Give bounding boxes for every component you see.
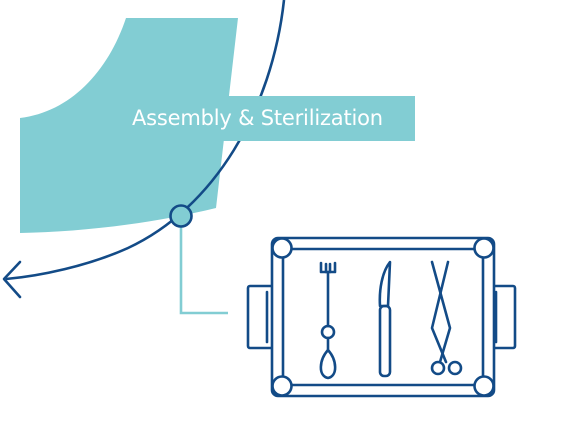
tray-inner bbox=[281, 247, 485, 387]
process-arc bbox=[5, 0, 286, 281]
connector-line bbox=[179, 218, 228, 315]
tray-corner bbox=[271, 237, 293, 259]
tray-corner bbox=[271, 375, 293, 397]
scalpel-icon bbox=[378, 260, 392, 378]
retractor-icon bbox=[319, 261, 337, 380]
tray-corner bbox=[473, 375, 495, 397]
step-label: Assembly & Sterilization bbox=[119, 96, 415, 141]
step-node bbox=[169, 204, 193, 228]
tray-handle-left bbox=[246, 284, 275, 350]
scissors-icon bbox=[430, 260, 463, 376]
sterilization-tray-icon bbox=[246, 236, 517, 398]
tray-corner bbox=[473, 237, 495, 259]
arrow-left-icon bbox=[2, 260, 22, 299]
